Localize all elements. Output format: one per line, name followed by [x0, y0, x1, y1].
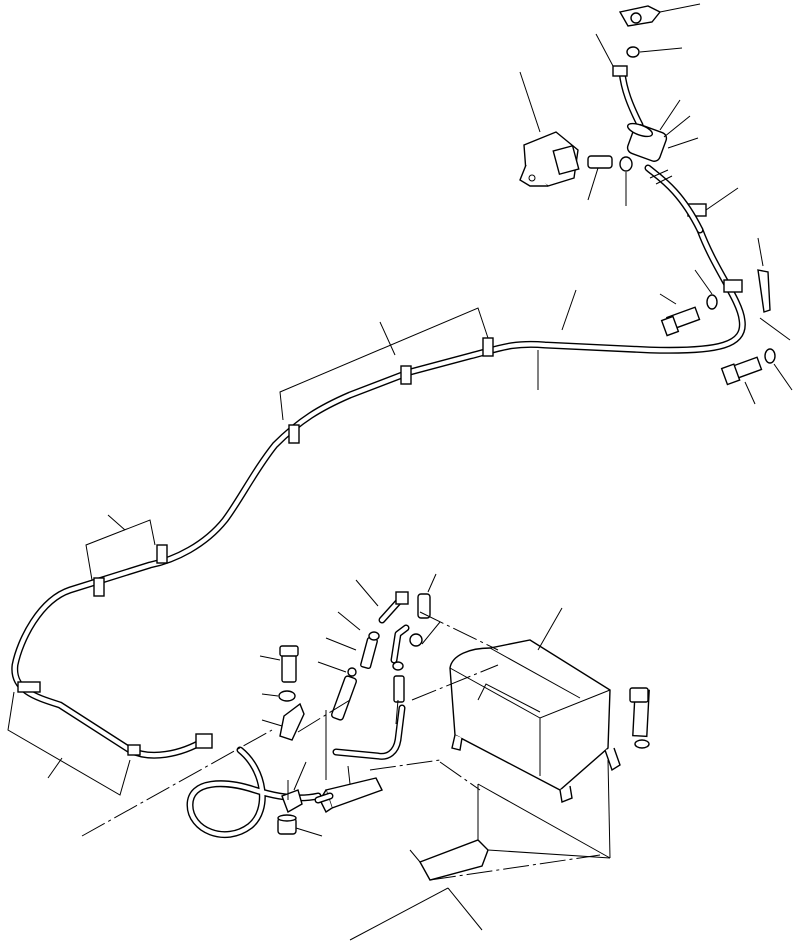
hose-elbow-top	[595, 33, 644, 129]
bolt-upper-right	[659, 293, 701, 337]
bracket-plate-left	[261, 702, 305, 741]
pipe-clamps	[17, 203, 743, 756]
mounting-bracket	[349, 783, 611, 941]
reservoir-tank	[449, 607, 621, 803]
pipe-leaders	[47, 289, 577, 779]
nipple-right	[392, 661, 405, 725]
hose-lower-column	[332, 704, 406, 760]
pump-bracket	[519, 71, 580, 187]
bolt-left	[259, 645, 299, 683]
clamp-5	[93, 577, 105, 597]
clamp-1	[482, 337, 494, 357]
lower-elbow	[314, 792, 334, 804]
hose-segment-left	[317, 661, 358, 721]
tank-bolt	[629, 687, 650, 749]
main-pipe	[11, 226, 746, 759]
o-ring-top	[626, 46, 683, 58]
hose-filter-to-pipe	[644, 164, 739, 234]
clamp-3	[288, 424, 300, 444]
spacer-collar	[277, 814, 323, 837]
clamp-8	[195, 733, 213, 749]
nipple-middle	[325, 611, 380, 670]
washer-upper-right	[694, 269, 718, 310]
washer-lower-right	[764, 348, 793, 391]
filter-canister	[626, 99, 699, 162]
strap-clip-right	[757, 237, 791, 341]
center-lines	[81, 611, 611, 859]
elbow-fitting-upper	[355, 579, 409, 624]
clamp-bracket-lower-left	[281, 761, 307, 814]
top-fitting	[618, 3, 701, 27]
washer-left	[261, 690, 296, 702]
clamp-4	[156, 544, 168, 564]
clamp-7	[127, 744, 141, 756]
clamp-10	[723, 279, 743, 293]
coiled-hose	[186, 746, 322, 839]
connector-nipple	[587, 155, 633, 206]
elbow-fitting-middle	[390, 621, 441, 664]
bolt-lower-right	[720, 356, 763, 405]
clamp-2	[400, 365, 412, 385]
pipe-reference-frames	[7, 307, 489, 796]
clamp-6	[17, 681, 41, 693]
clamp-upper-small	[417, 573, 437, 619]
